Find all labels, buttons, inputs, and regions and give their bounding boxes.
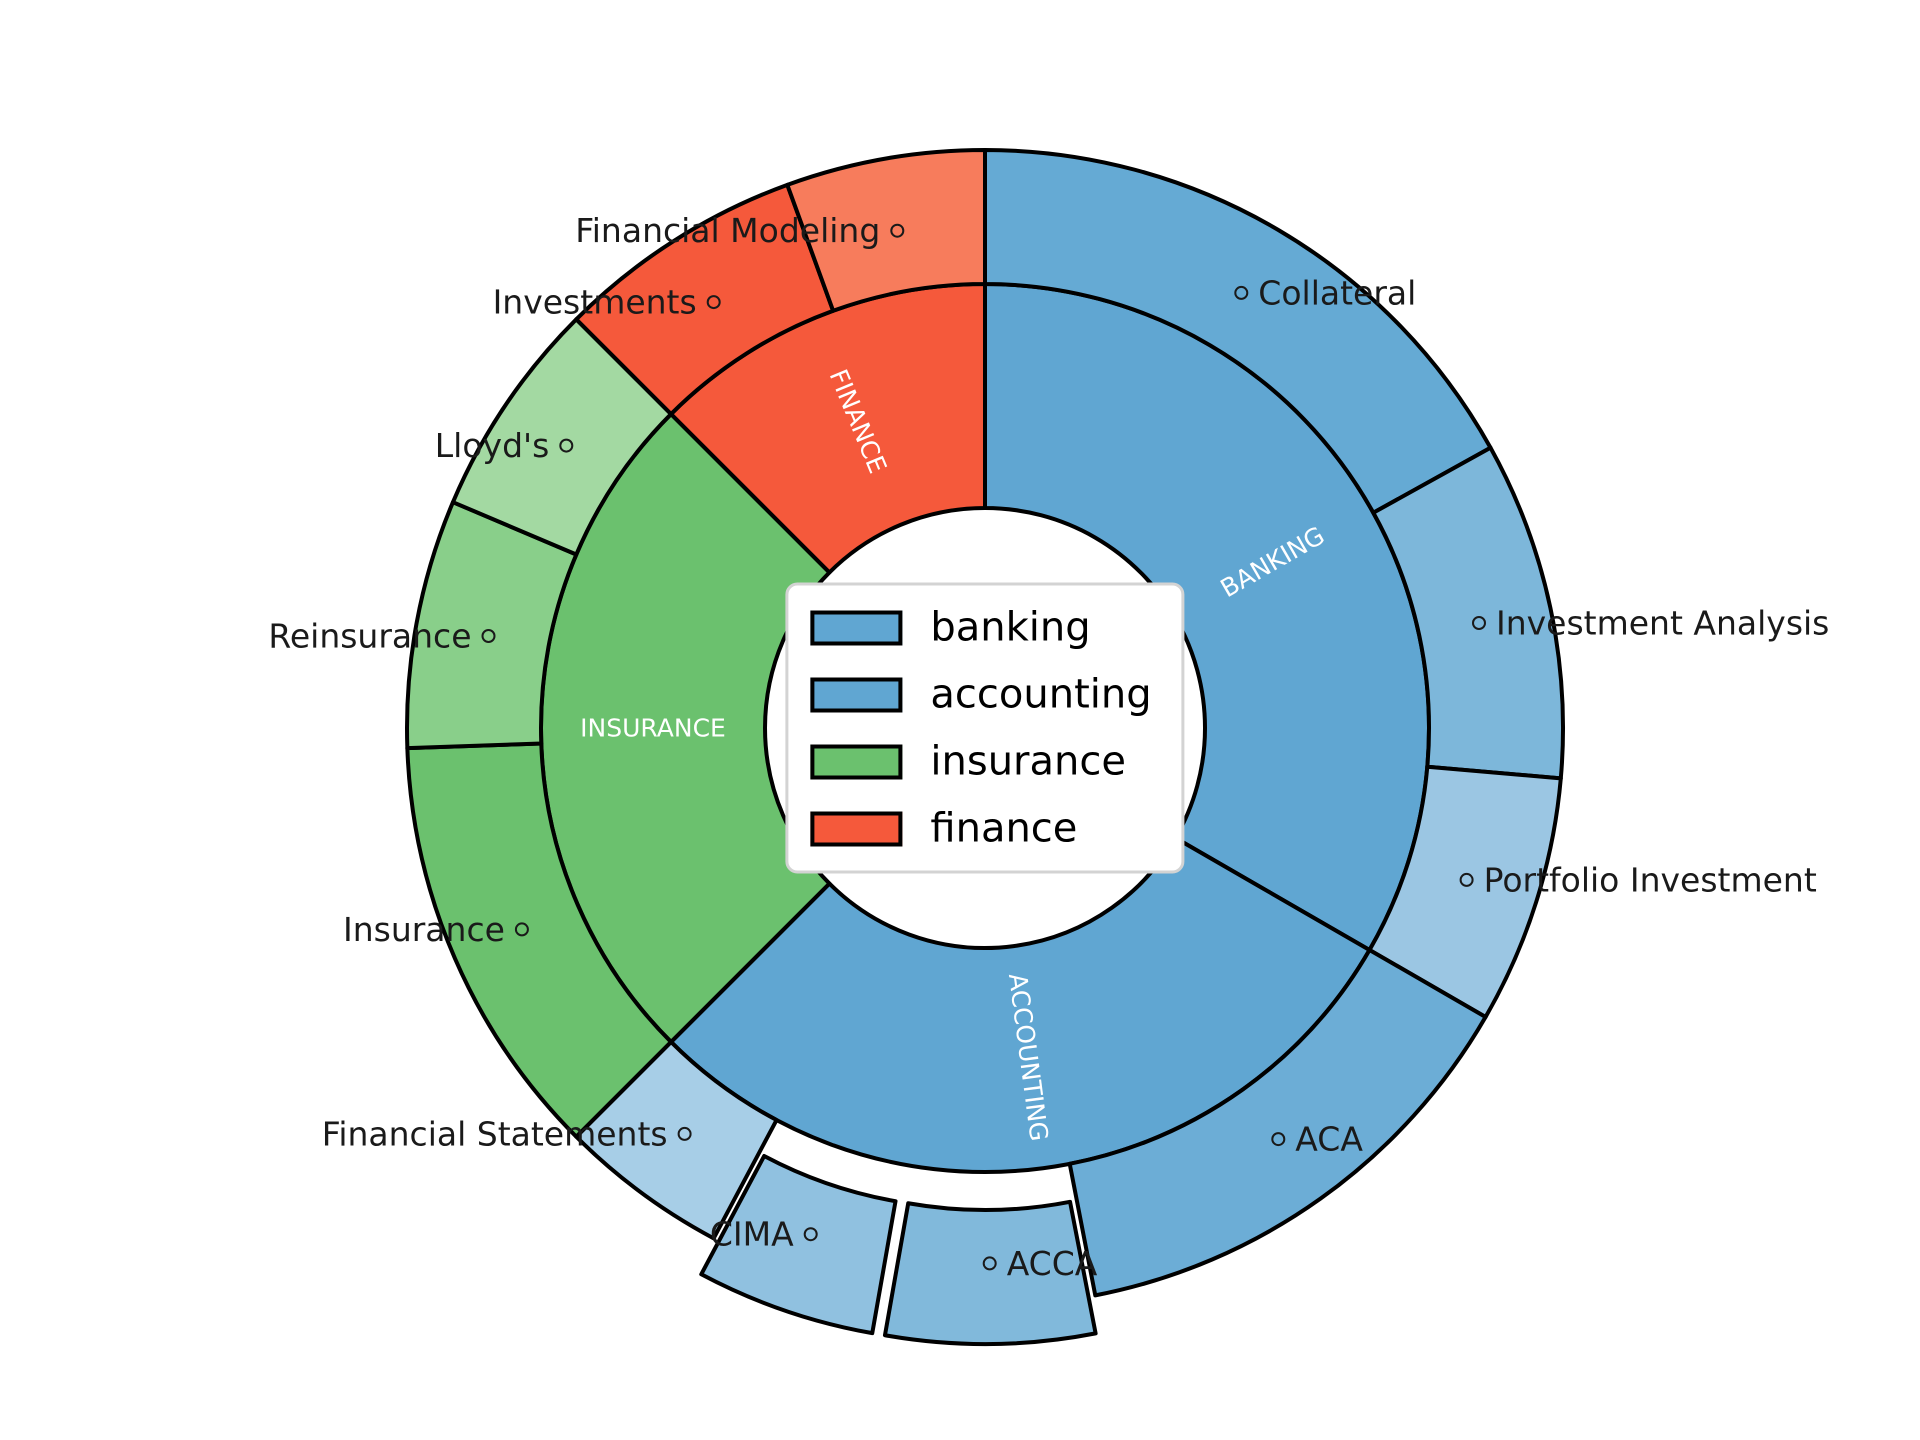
legend-label-insurance: insurance — [930, 738, 1126, 785]
wedge-segment-acca — [882, 1199, 1098, 1346]
segment-label-acca: ACCA — [1007, 1244, 1098, 1283]
legend-swatch-finance — [810, 811, 903, 846]
legend-row-insurance: insurance — [810, 742, 1151, 782]
segment-marker-financial-statements — [677, 1126, 692, 1141]
segment-marker-portfolio-investment — [1459, 872, 1474, 887]
legend-swatch-insurance — [810, 744, 903, 779]
segment-marker-aca — [1271, 1132, 1286, 1147]
wedge-segment-financial-modeling — [785, 148, 987, 313]
legend-row-finance: finance — [810, 809, 1151, 849]
chart-legend: banking accounting insurance finance — [785, 582, 1185, 874]
segment-marker-financial-modeling — [890, 223, 905, 238]
segment-label-investments: Investments — [493, 283, 697, 322]
segment-marker-cima — [803, 1227, 818, 1242]
legend-label-banking: banking — [930, 604, 1091, 651]
segment-marker-collateral — [1234, 285, 1249, 300]
segment-label-financial-modeling: Financial Modeling — [575, 211, 880, 250]
segment-marker-reinsurance — [481, 629, 496, 643]
legend-swatch-accounting — [810, 677, 903, 712]
segment-marker-investment-analysis — [1472, 616, 1486, 630]
segment-label-collateral: Collateral — [1258, 273, 1416, 312]
segment-marker-insurance — [514, 922, 529, 937]
segment-label-financial-statements: Financial Statements — [322, 1114, 668, 1153]
ring-label-insurance: INSURANCE — [580, 714, 726, 743]
segment-marker-acca — [982, 1256, 997, 1271]
legend-label-accounting: accounting — [930, 671, 1152, 718]
segment-label-cima: CIMA — [710, 1215, 794, 1254]
segment-label-reinsurance: Reinsurance — [268, 617, 471, 656]
segment-marker-lloyd-s — [559, 438, 574, 453]
legend-row-accounting: accounting — [810, 671, 1152, 718]
wedge-segment-cima — [699, 1153, 898, 1336]
segment-label-insurance: Insurance — [343, 910, 505, 949]
segment-label-investment-analysis: Investment Analysis — [1496, 604, 1829, 643]
legend-swatch-banking — [810, 610, 903, 645]
legend-label-finance: finance — [930, 805, 1078, 852]
wedge-segment-aca — [1067, 948, 1488, 1298]
segment-label-aca: ACA — [1295, 1120, 1363, 1159]
legend-row-banking: banking — [810, 608, 1151, 648]
segment-label-lloyd-s: Lloyd's — [435, 426, 550, 465]
segment-label-portfolio-investment: Portfolio Investment — [1484, 860, 1817, 899]
segment-marker-investments — [706, 295, 721, 310]
